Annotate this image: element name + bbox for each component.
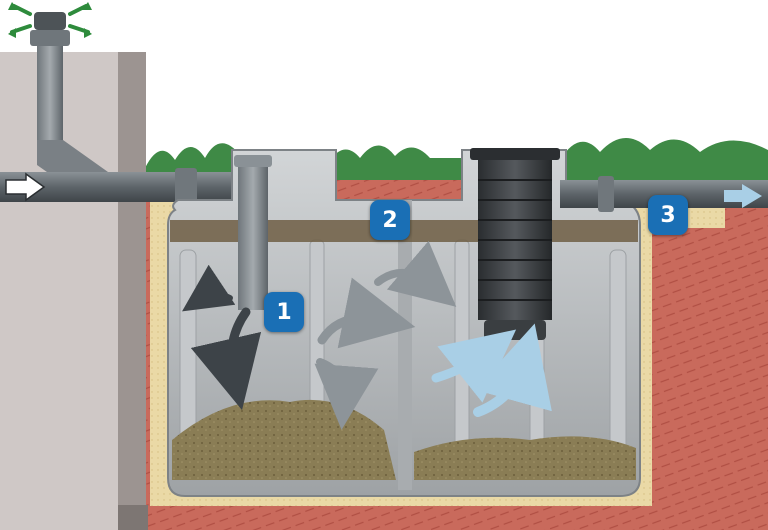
vent-cap-icon <box>8 2 92 46</box>
flow-arrows-chamber-2 <box>431 323 552 417</box>
house-wall-edge <box>118 52 146 530</box>
step-2-badge: 2 <box>370 200 410 240</box>
grass-right <box>560 137 768 180</box>
grass-left <box>145 143 240 180</box>
grass-middle <box>330 145 465 180</box>
outflow-arrow-icon <box>724 184 762 208</box>
flow-arrows-chamber-1 <box>182 240 457 430</box>
effluent-filter <box>470 148 560 340</box>
inlet-drop-tube <box>238 160 268 310</box>
step-3-badge: 3 <box>648 195 688 235</box>
vent-stack <box>37 45 63 145</box>
sludge-chamber-2 <box>414 436 636 480</box>
step-1-badge: 1 <box>264 292 304 332</box>
inflow-arrow-icon <box>5 172 46 202</box>
tank-partition <box>398 200 412 490</box>
